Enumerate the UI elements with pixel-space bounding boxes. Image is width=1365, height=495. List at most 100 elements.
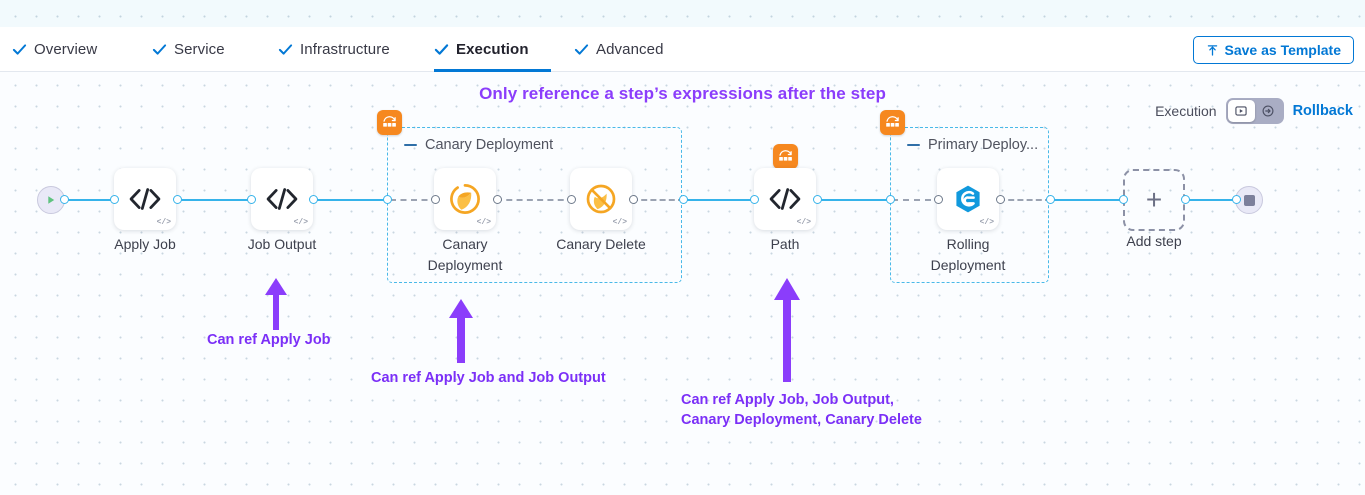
annotation-arrow-apply-job bbox=[262, 276, 290, 330]
port-applyjob-out[interactable] bbox=[173, 195, 182, 204]
connector-rolling-groupend bbox=[999, 199, 1051, 201]
group-label: Canary Deployment bbox=[425, 137, 554, 153]
annotation-text-apply-job: Can ref Apply Job bbox=[207, 332, 331, 348]
canary-icon bbox=[448, 182, 482, 216]
tab-label: Infrastructure bbox=[300, 41, 390, 58]
node-card[interactable]: </> bbox=[570, 168, 632, 230]
node-card[interactable]: </> bbox=[754, 168, 816, 230]
group-primary-deployment[interactable]: Primary Deploy... bbox=[880, 110, 1049, 283]
node-rolling-deployment[interactable]: </> Rolling Deployment bbox=[931, 168, 1005, 273]
port-primarygroup-in[interactable] bbox=[886, 195, 895, 204]
upload-template-icon bbox=[1206, 44, 1219, 57]
add-step-node[interactable]: + Add step bbox=[1123, 169, 1185, 249]
annotation-arrow-canary-deployment bbox=[446, 297, 476, 363]
pipeline-canvas[interactable]: Only reference a step’s expressions afte… bbox=[0, 72, 1365, 495]
headline-note: Only reference a step’s expressions afte… bbox=[479, 84, 886, 103]
node-canary-deployment[interactable]: </> Canary Deployment bbox=[428, 168, 502, 273]
start-node[interactable] bbox=[37, 186, 65, 214]
stage-tab-bar: Overview Service Infrastructure Executio… bbox=[0, 27, 1365, 72]
port-addstep-in[interactable] bbox=[1119, 195, 1128, 204]
code-icon bbox=[264, 186, 300, 212]
annotation-arrow-path bbox=[771, 276, 803, 382]
step-group-icon bbox=[880, 110, 905, 135]
code-icon bbox=[767, 186, 803, 212]
tab-execution[interactable]: Execution bbox=[434, 27, 551, 72]
check-icon bbox=[12, 42, 27, 57]
annotation-text-path: Can ref Apply Job, Job Output, Canary De… bbox=[681, 392, 922, 428]
execution-rollback-toggle[interactable] bbox=[1225, 98, 1284, 124]
rollback-link[interactable]: Rollback bbox=[1292, 103, 1353, 119]
code-badge-icon: </> bbox=[156, 218, 171, 227]
check-icon bbox=[278, 42, 293, 57]
top-dotted-strip bbox=[0, 0, 1365, 27]
tab-advanced[interactable]: Advanced bbox=[574, 27, 664, 72]
port-start-out[interactable] bbox=[60, 195, 69, 204]
save-as-template-label: Save as Template bbox=[1224, 42, 1341, 58]
tab-label: Execution bbox=[456, 41, 529, 58]
port-joboutput-out[interactable] bbox=[309, 195, 318, 204]
toggle-execution-segment[interactable] bbox=[1227, 100, 1255, 122]
port-path-in[interactable] bbox=[750, 195, 759, 204]
stop-icon bbox=[1243, 194, 1255, 206]
connector-addstep-end bbox=[1185, 199, 1243, 201]
port-canarydelete-out[interactable] bbox=[629, 195, 638, 204]
code-badge-icon: </> bbox=[796, 218, 811, 227]
toggle-rollback-segment[interactable] bbox=[1255, 100, 1282, 122]
tab-infrastructure[interactable]: Infrastructure bbox=[278, 27, 390, 72]
port-canarygroup-in[interactable] bbox=[383, 195, 392, 204]
collapse-dash-icon[interactable] bbox=[404, 144, 417, 146]
execution-label: Execution bbox=[1155, 103, 1217, 119]
node-label: Job Output bbox=[247, 236, 317, 252]
connector-joboutput-canarygroup bbox=[312, 199, 390, 201]
group-canary-deployment[interactable]: Canary Deployment bbox=[377, 110, 682, 283]
node-canary-delete[interactable]: </> Canary Delete bbox=[556, 168, 646, 252]
plus-icon: + bbox=[1145, 184, 1163, 215]
node-card[interactable]: </> bbox=[434, 168, 496, 230]
port-canarydeploy-out[interactable] bbox=[493, 195, 502, 204]
annotation-text-canary-deployment: Can ref Apply Job and Job Output bbox=[371, 370, 606, 386]
port-addstep-out[interactable] bbox=[1181, 195, 1190, 204]
node-card[interactable]: </> bbox=[114, 168, 176, 230]
connector-primarygroup-addstep bbox=[1049, 199, 1127, 201]
tab-label: Advanced bbox=[596, 41, 664, 58]
port-canarydeploy-in[interactable] bbox=[431, 195, 440, 204]
port-canarygroup-out[interactable] bbox=[679, 195, 688, 204]
tab-service[interactable]: Service bbox=[152, 27, 225, 72]
node-label: Canary Deployment bbox=[427, 236, 503, 273]
connector-path-primarygroup bbox=[816, 199, 894, 201]
port-rolling-in[interactable] bbox=[934, 195, 943, 204]
group-label: Primary Deploy... bbox=[928, 137, 1039, 153]
node-path[interactable]: </> Path bbox=[754, 144, 816, 252]
connector-primarygroup-rolling bbox=[892, 199, 942, 201]
collapse-dash-icon[interactable] bbox=[907, 144, 920, 146]
port-canarydelete-in[interactable] bbox=[567, 195, 576, 204]
node-apply-job[interactable]: </> Apply Job bbox=[114, 168, 176, 252]
step-group-icon bbox=[377, 110, 402, 135]
connector-canarydelete-groupend bbox=[632, 199, 684, 201]
node-card[interactable]: </> bbox=[937, 168, 999, 230]
tab-overview[interactable]: Overview bbox=[12, 27, 97, 72]
port-primarygroup-out[interactable] bbox=[1046, 195, 1055, 204]
port-rolling-out[interactable] bbox=[996, 195, 1005, 204]
code-icon bbox=[127, 186, 163, 212]
port-path-out[interactable] bbox=[813, 195, 822, 204]
code-badge-icon: </> bbox=[293, 218, 308, 227]
add-step-box[interactable]: + bbox=[1123, 169, 1185, 231]
code-badge-icon: </> bbox=[476, 218, 491, 227]
rollback-arrow-icon bbox=[1261, 104, 1275, 118]
port-joboutput-in[interactable] bbox=[247, 195, 256, 204]
step-group-icon bbox=[773, 144, 798, 169]
connector-start-applyjob bbox=[62, 199, 120, 201]
save-as-template-button[interactable]: Save as Template bbox=[1192, 36, 1354, 64]
play-icon bbox=[45, 194, 57, 206]
connector-canarygroup-path bbox=[682, 199, 760, 201]
port-end-in[interactable] bbox=[1232, 195, 1241, 204]
check-icon bbox=[434, 42, 449, 57]
node-job-output[interactable]: </> Job Output bbox=[248, 168, 316, 252]
group-title-primary-deployment: Primary Deploy... bbox=[907, 137, 1038, 153]
execution-play-icon bbox=[1234, 104, 1248, 118]
port-applyjob-in[interactable] bbox=[110, 195, 119, 204]
node-card[interactable]: </> bbox=[251, 168, 313, 230]
group-title-canary-deployment: Canary Deployment bbox=[404, 137, 553, 153]
